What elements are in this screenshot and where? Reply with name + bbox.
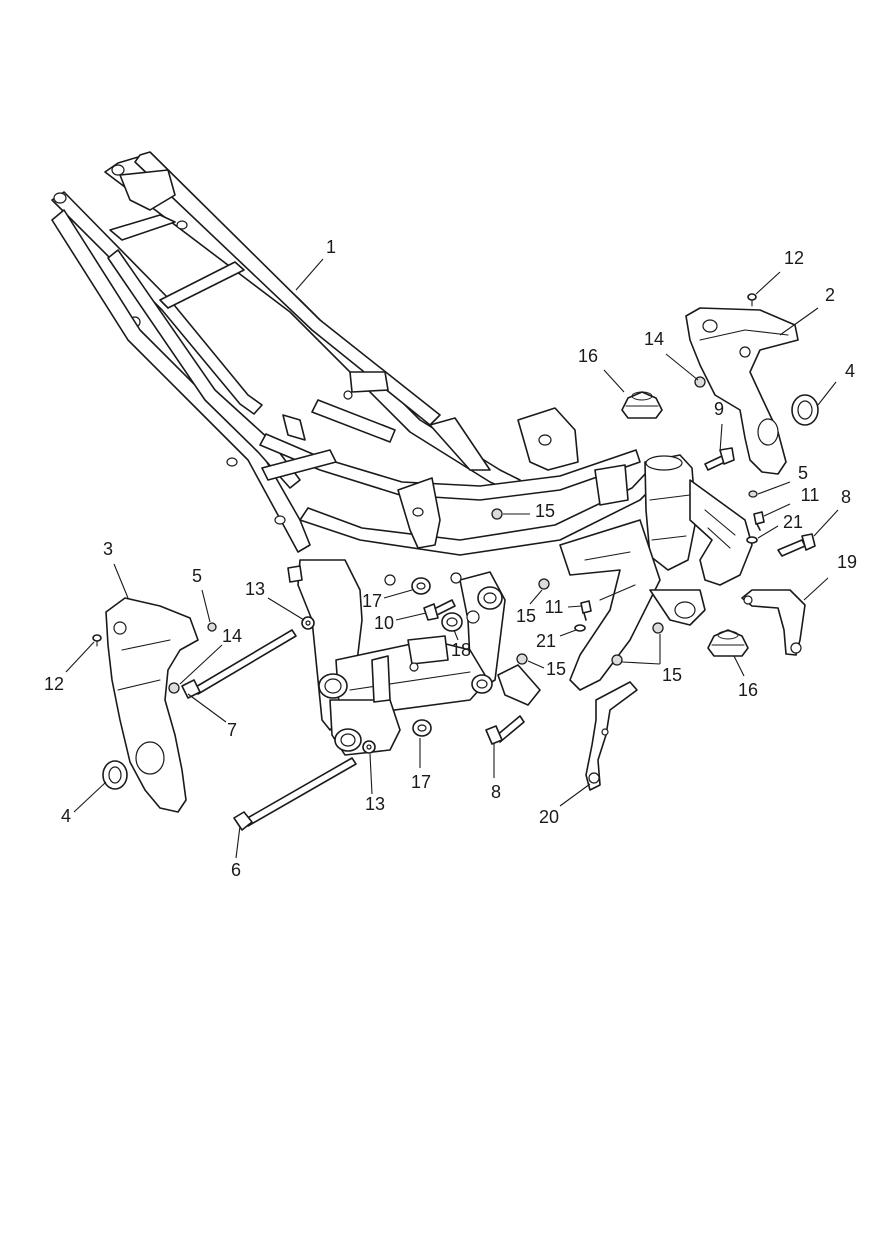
callout-10: 10	[374, 613, 394, 633]
nut-15-d	[611, 622, 664, 666]
callout-6: 6	[231, 860, 241, 880]
screw-11-upper	[753, 511, 765, 531]
washer-13-lower	[362, 740, 376, 754]
callout-7: 7	[227, 720, 237, 740]
nut-15-a	[491, 508, 503, 520]
leader-lines	[65, 258, 839, 859]
washer-21-center	[574, 624, 586, 632]
nut-15-b	[538, 578, 550, 590]
right-frame-cover	[685, 307, 799, 475]
callout-14-right: 14	[644, 329, 664, 349]
callout-2: 2	[825, 285, 835, 305]
callout-5-left: 5	[192, 566, 202, 586]
bolt-10	[423, 599, 456, 621]
bolt-8-right	[777, 533, 816, 557]
callout-21-center: 21	[536, 631, 556, 651]
screw-12-lower	[92, 634, 102, 647]
bracket-19	[741, 589, 806, 656]
callout-20: 20	[539, 807, 559, 827]
nut-5-right	[748, 490, 758, 498]
callout-17-upper: 17	[362, 591, 382, 611]
nut-15-c	[516, 653, 528, 665]
bush-18	[441, 612, 463, 632]
nut-5-left	[207, 622, 217, 632]
bolt-9	[704, 447, 735, 471]
main-frame	[51, 151, 753, 756]
callout-labels: 1 2 3 4 4 5 5 6 7 8 8 9 10 11 11 12 12 1…	[44, 237, 857, 880]
callout-14-left: 14	[222, 626, 242, 646]
left-frame-cover	[105, 597, 199, 813]
bolt-8-center	[485, 715, 525, 745]
grommet-4-right	[791, 394, 819, 426]
callout-4-right: 4	[845, 361, 855, 381]
callout-19: 19	[837, 552, 857, 572]
long-bolt-6	[233, 757, 357, 831]
callout-3: 3	[103, 539, 113, 559]
washer-13-upper	[301, 616, 315, 630]
callout-13-lower: 13	[365, 794, 385, 814]
washer-21-right	[746, 536, 758, 544]
rubber-mount-16-upper	[621, 391, 663, 419]
rubber-mount-16-lower	[707, 629, 749, 657]
callout-4-left: 4	[61, 806, 71, 826]
callout-1: 1	[326, 237, 336, 257]
callout-11-right: 11	[801, 485, 820, 505]
callout-15-d: 15	[662, 665, 682, 685]
spacer-17-lower	[412, 719, 432, 737]
callout-8-center: 8	[491, 782, 501, 802]
screw-12-upper	[747, 293, 757, 307]
callout-9: 9	[714, 399, 724, 419]
callout-16-lower: 16	[738, 680, 758, 700]
callout-12-right: 12	[784, 248, 804, 268]
screw-11-lower	[580, 600, 592, 621]
callout-21-right: 21	[783, 512, 803, 532]
callout-15-a: 15	[535, 501, 555, 521]
callout-5-right: 5	[798, 463, 808, 483]
callout-17-lower: 17	[411, 772, 431, 792]
callout-16-upper: 16	[578, 346, 598, 366]
callout-15-c: 15	[546, 659, 566, 679]
nut-14-left	[168, 682, 180, 694]
callout-15-b: 15	[516, 606, 536, 626]
callout-18: 18	[451, 640, 471, 660]
bracket-20	[585, 681, 638, 791]
callout-12-left: 12	[44, 674, 64, 694]
spacer-17-upper	[411, 577, 431, 595]
callout-11-center: 11	[545, 597, 564, 617]
long-bolt-7	[181, 629, 297, 699]
callout-8-right: 8	[841, 487, 851, 507]
callout-13-upper: 13	[245, 579, 265, 599]
grommet-4-left	[102, 760, 128, 790]
